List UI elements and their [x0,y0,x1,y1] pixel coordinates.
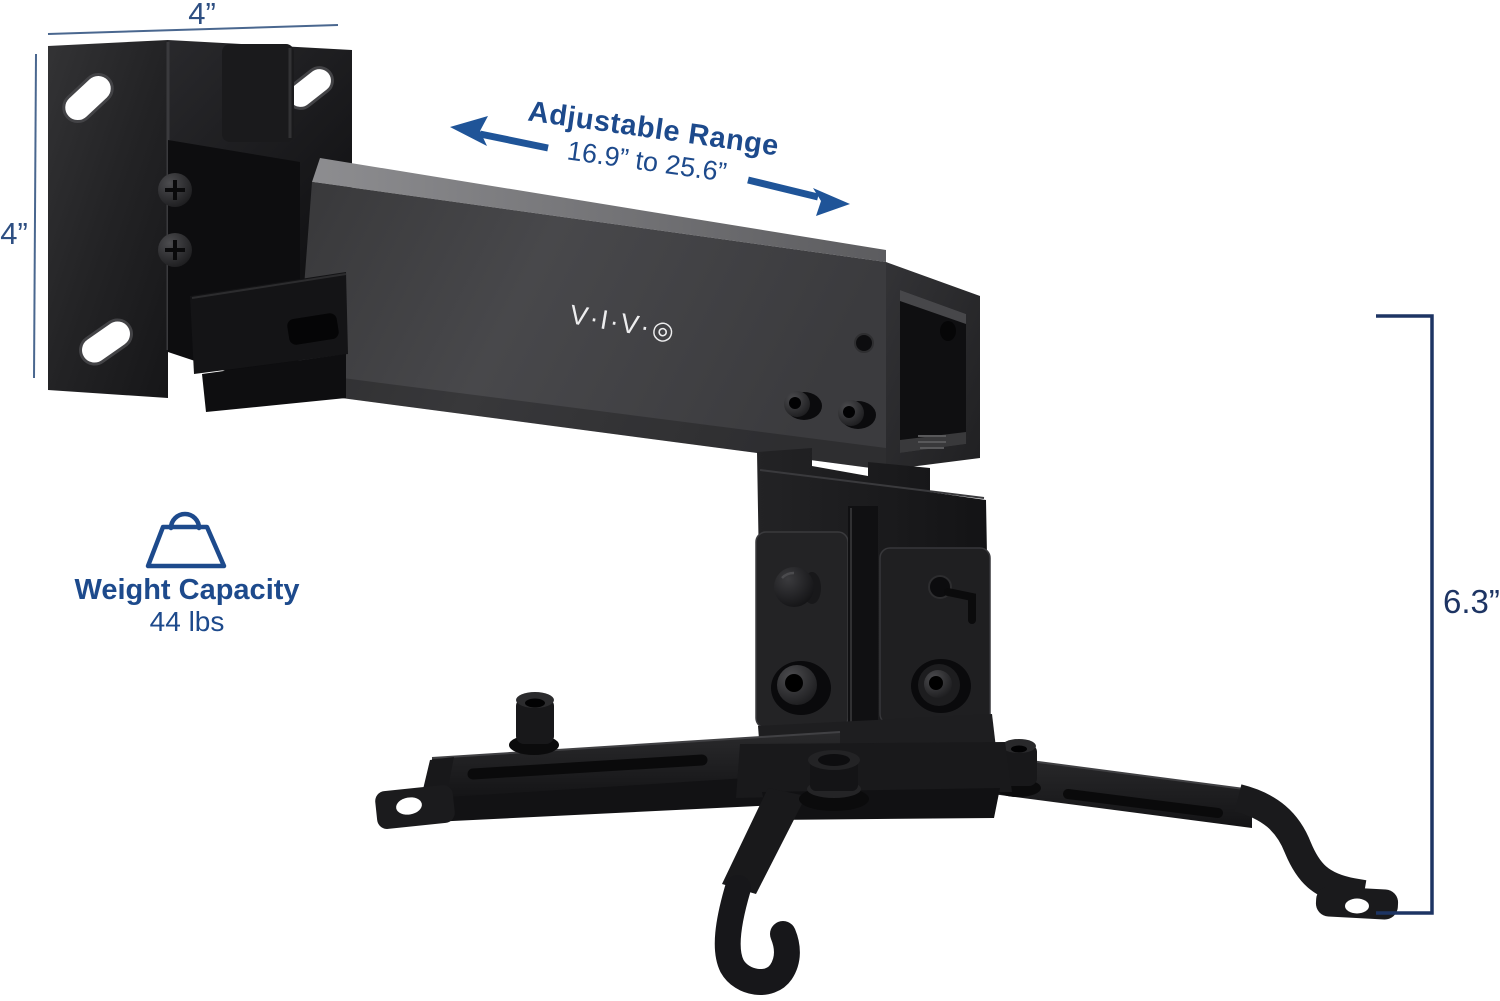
threaded-rod [918,435,946,449]
tilt-head-assembly [755,448,996,752]
clamp-slot [287,313,339,345]
guide-slot [944,588,976,624]
left-foot-hole [396,797,422,815]
hinge-tab [222,44,294,142]
left-rail-screw [509,692,559,755]
range-arrow-left-shaft [479,130,549,152]
extension-arm: V·I·V·◎ [296,158,980,470]
left-rail-highlight [431,731,841,759]
tilt-knob [774,567,821,607]
left-height-dimension: 4” [0,53,37,379]
head-center-bar [848,506,878,730]
arm-side-screw-1 [784,391,822,420]
plate-screw-lower [158,233,192,267]
spider-base [375,692,1399,995]
head-screw-left [771,661,831,715]
yoke-top-edge [759,469,985,499]
plate-screw-upper [158,173,192,207]
clamp-lower-lip [202,354,346,412]
range-arrow-right-shaft [747,176,819,201]
right-foot-hole [1345,898,1369,914]
top-width-dimension: 4” [47,0,339,35]
clamp-upper [190,272,348,374]
front-leg-strap [722,788,806,894]
left-height-label: 4” [0,216,28,251]
weight-icon [145,511,227,569]
arm-end-hole [940,321,956,341]
weight-capacity-callout: Weight Capacity 44 lbs [74,511,300,637]
mounting-hole-top-left [62,72,114,124]
drop-height-label: 6.3” [1443,583,1500,620]
right-leg [1234,784,1367,908]
arm-bottom-shade [296,372,886,470]
clamp-edge-highlight [191,273,347,299]
left-rail-slot [467,754,708,780]
arm-end-inner-top [900,290,966,324]
top-width-line [47,24,339,35]
drop-height-line [1376,314,1434,915]
front-leg-hook [714,875,800,995]
top-width-label: 4” [188,0,216,31]
weight-capacity-value: 44 lbs [150,606,225,637]
head-screw-right [911,659,971,713]
mounting-hole-bottom-left [79,318,133,366]
arm-side-screw-2 [838,400,876,429]
arm-button-screw [854,333,874,353]
drop-height-dimension: 6.3” [1376,314,1500,915]
arm-side-face [296,182,886,470]
wall-plate-left-face [48,40,168,398]
hub-plate [736,742,1012,798]
vivo-logo-o-mark: ◎ [650,315,678,347]
right-rail-slot [1063,789,1223,818]
weight-capacity-title: Weight Capacity [74,574,299,606]
arm-clamp-bracket [190,272,348,412]
arm-top-face [312,158,886,262]
range-arrow-left-head [450,116,488,146]
left-height-line [33,53,37,379]
center-bolt [799,750,869,811]
projector-mount: V·I·V·◎ [48,40,1399,995]
range-arrow-right-head [813,188,850,216]
